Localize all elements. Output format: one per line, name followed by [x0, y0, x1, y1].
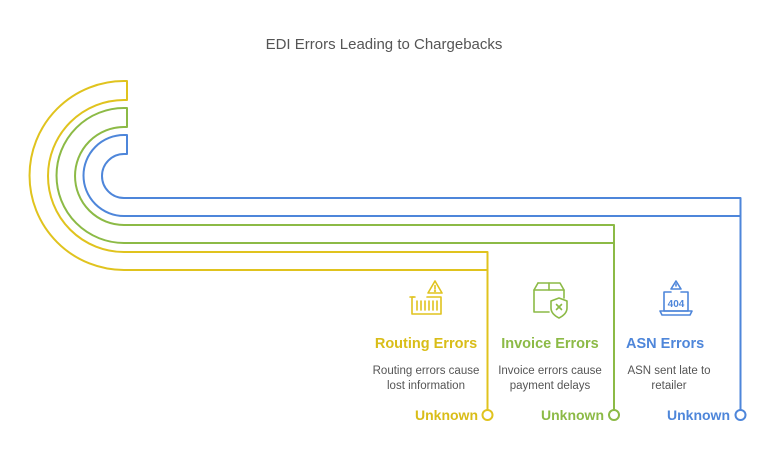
asn-heading: ASN Errors — [626, 336, 705, 352]
diagram-title: EDI Errors Leading to Chargebacks — [265, 36, 503, 53]
routing-description: Routing errors cause lost information — [372, 365, 480, 392]
routing-band — [28, 80, 489, 271]
invoice-card: Invoice Errors Invoice errors cause paym… — [488, 280, 612, 400]
asn-card: 404 ASN Errors ASN sent late to retailer — [614, 280, 738, 400]
asn-end-marker — [734, 409, 747, 421]
routing-status: Unknown — [415, 407, 478, 423]
laptop-404-icon: 404 — [659, 280, 693, 316]
invoice-heading: Invoice Errors — [501, 336, 599, 352]
package-error-icon — [533, 282, 568, 319]
svg-text:404: 404 — [668, 299, 685, 310]
routing-card: Routing Errors Routing errors cause lost… — [364, 280, 488, 400]
invoice-end-marker — [608, 409, 620, 421]
routing-heading: Routing Errors — [374, 336, 478, 352]
asn-status: Unknown — [667, 407, 730, 423]
container-warning-icon — [409, 280, 443, 315]
invoice-band — [55, 107, 615, 244]
asn-description: ASN sent late to retailer — [627, 365, 711, 392]
invoice-status: Unknown — [541, 407, 604, 423]
invoice-description: Invoice errors cause payment delays — [498, 365, 602, 392]
asn-band — [82, 134, 742, 217]
routing-end-marker — [481, 409, 494, 421]
